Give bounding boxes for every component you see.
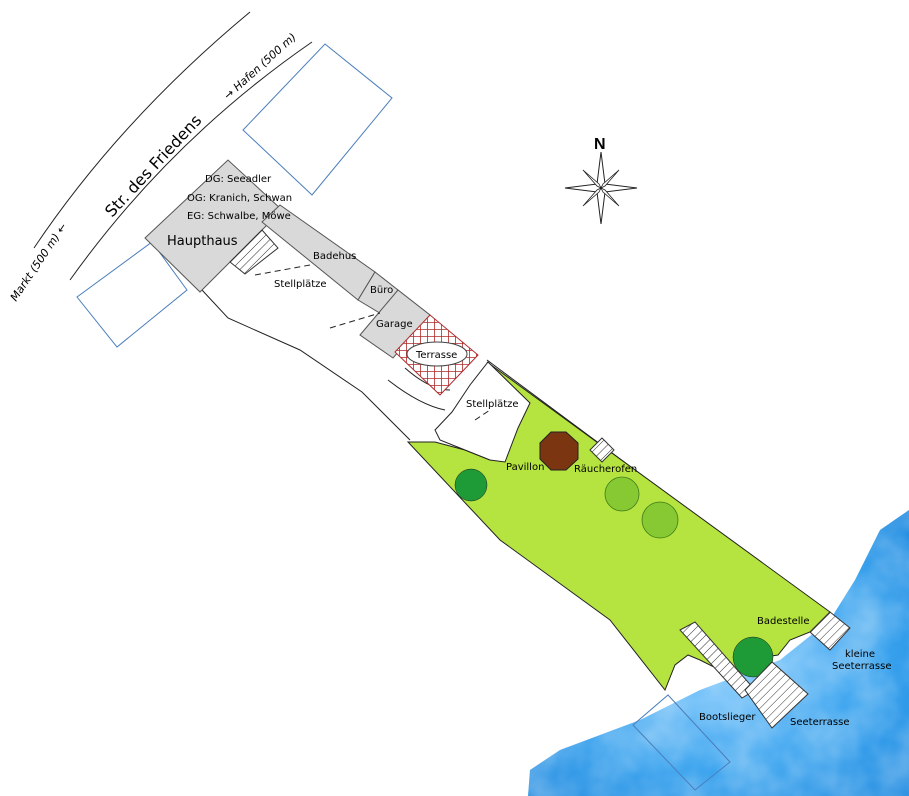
small-lake-terrace-jetty xyxy=(809,611,851,651)
lake-terrace-label: Seeterrasse xyxy=(790,717,849,728)
parking-1-label: Stellplätze xyxy=(274,279,327,290)
parking-2-label: Stellplätze xyxy=(466,399,519,410)
bathing-spot-label: Badestelle xyxy=(757,616,809,627)
main-house-stairs xyxy=(229,229,279,275)
pavilion-label: Pavillon xyxy=(506,462,544,473)
bath-house-label: Badehus xyxy=(313,251,356,262)
street xyxy=(33,11,313,281)
distance-market: Markt (500 m) ← xyxy=(8,221,70,304)
floor-og-label: OG: Kranich, Schwan xyxy=(187,193,292,204)
buildings xyxy=(144,159,431,359)
small-lake-terrace-label-2: Seeterrasse xyxy=(832,661,891,672)
smoker-oven xyxy=(589,437,615,463)
parking-area-2 xyxy=(434,361,531,463)
parking-lines xyxy=(254,264,491,421)
main-house-label: Haupthaus xyxy=(167,234,238,249)
tree-light-2 xyxy=(641,501,679,539)
boat-berth-label: Bootslieger xyxy=(699,712,756,723)
compass-north-label: N xyxy=(594,136,606,153)
tree-dark-1 xyxy=(454,468,488,502)
tree-dark-2 xyxy=(732,636,774,678)
small-lake-terrace-label-1: kleine xyxy=(845,649,875,660)
garage-label: Garage xyxy=(376,319,413,330)
terrace-label-bg xyxy=(406,341,468,367)
tree-light-1 xyxy=(604,476,640,512)
lake-terrace-jetty xyxy=(744,661,809,729)
distance-harbour: → Hafen (500 m) xyxy=(221,31,299,103)
floor-dg-label: DG: Seeadler xyxy=(205,174,272,185)
neighbour-parcels xyxy=(76,43,731,791)
smoker-label: Räucherofen xyxy=(574,464,637,475)
compass-icon xyxy=(564,151,638,225)
pavilion xyxy=(539,431,579,471)
floor-eg-label: EG: Schwalbe, Möwe xyxy=(187,211,291,222)
lake xyxy=(528,510,909,796)
terrace-label: Terrasse xyxy=(415,350,457,361)
office-label: Büro xyxy=(370,285,393,296)
